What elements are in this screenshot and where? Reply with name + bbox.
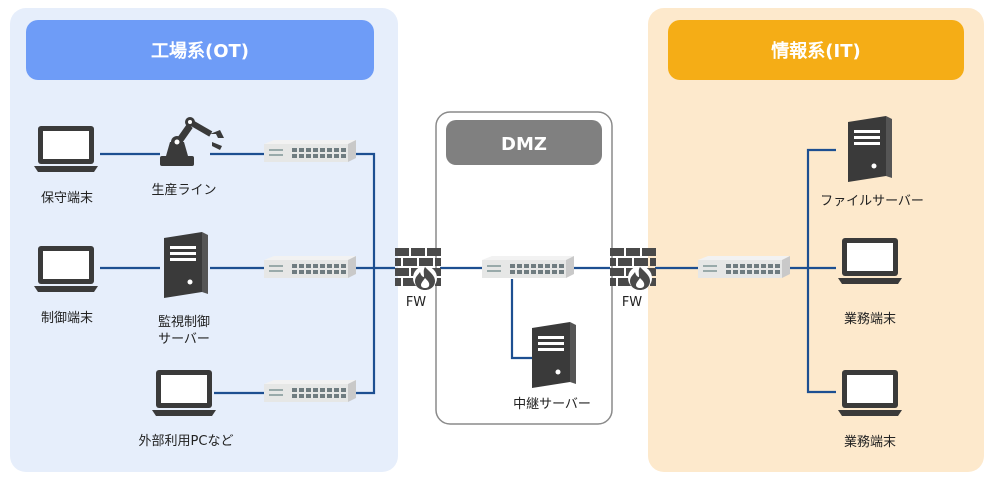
ot-zone-title: 工場系(OT) — [151, 41, 249, 62]
file-server-tower-icon — [848, 116, 892, 182]
it-zone-header — [668, 20, 964, 80]
dmz-switch-icon — [482, 256, 574, 278]
it-switch-icon — [698, 256, 790, 278]
maintenance-terminal-label: 保守端末 — [41, 191, 93, 206]
robot-arm-icon — [160, 117, 224, 166]
business-terminal-2-label: 業務端末 — [844, 434, 896, 450]
monitoring-server-label-line1: 監視制御 — [158, 314, 210, 330]
monitoring-server-tower-icon — [164, 232, 208, 298]
control-terminal-label: 制御端末 — [41, 311, 93, 326]
file-server-label: ファイルサーバー — [820, 194, 924, 209]
firewall-right-icon — [610, 248, 656, 290]
ot-switch-3-icon — [264, 380, 356, 402]
dmz-zone-title: DMZ — [501, 134, 547, 155]
it-zone-background — [648, 8, 984, 472]
firewall-right-label: FW — [622, 295, 642, 310]
ot-zone-header — [26, 20, 374, 80]
ot-switch-2-icon — [264, 256, 356, 278]
external-pc-label: 外部利用PCなど — [139, 434, 234, 449]
production-line-label: 生産ライン — [151, 182, 216, 198]
dmz-zone-header — [446, 120, 602, 165]
firewall-left-icon — [395, 248, 441, 290]
monitoring-server-label-line2: サーバー — [158, 332, 210, 347]
firewall-left-label: FW — [406, 295, 426, 310]
it-zone-title: 情報系(IT) — [771, 40, 860, 62]
ot-switch-1-icon — [264, 140, 356, 162]
network-links — [100, 148, 836, 395]
business-terminal-1-label: 業務端末 — [844, 311, 896, 327]
relay-server-tower-icon — [532, 322, 576, 388]
relay-server-label: 中継サーバー — [513, 397, 591, 412]
